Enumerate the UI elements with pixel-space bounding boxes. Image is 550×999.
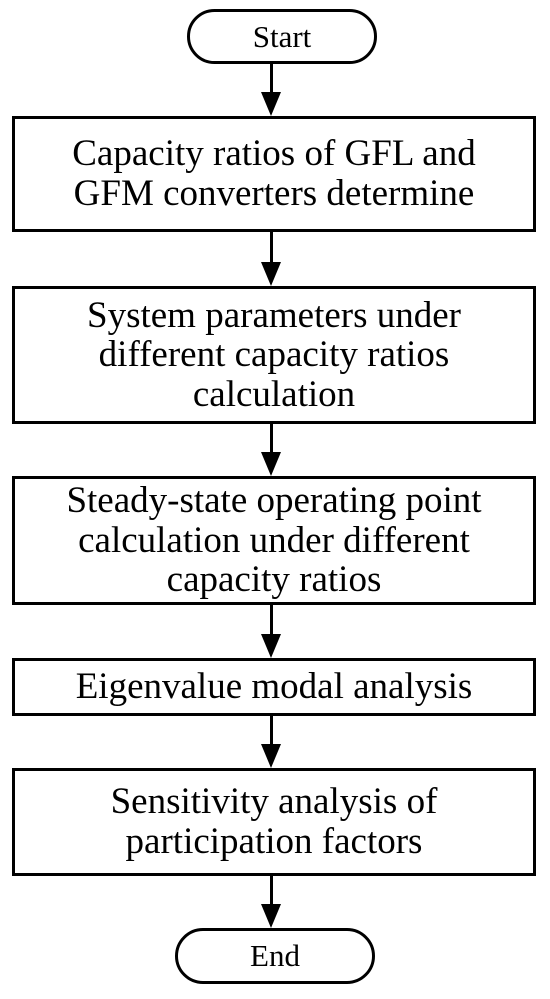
step-capacity-ratios: Capacity ratios of GFL and GFM converter… [12,116,536,232]
arrowhead-step-3-to-step-4 [261,634,281,658]
step-system-parameters: System parameters under different capaci… [12,286,536,424]
connector-start-to-step-1 [270,64,273,92]
step-eigenvalue-modal-analysis-label: Eigenvalue modal analysis [75,666,473,708]
step-sensitivity-analysis-label: Sensitivity analysis of participation fa… [110,781,438,862]
connector-step-1-to-step-2 [270,232,273,262]
step-eigenvalue-modal-analysis: Eigenvalue modal analysis [12,658,536,716]
connector-step-4-to-step-5 [270,716,273,744]
step-steady-state-operating-point-label: Steady-state operating point calculation… [66,480,482,601]
connector-step-3-to-step-4 [270,605,273,634]
connector-step-2-to-step-3 [270,424,273,452]
end-terminal: End [175,928,375,984]
arrowhead-step-1-to-step-2 [261,262,281,286]
arrowhead-step-5-to-end [261,904,281,928]
arrowhead-start-to-step-1 [261,92,281,116]
arrowhead-step-2-to-step-3 [261,452,281,476]
start-terminal: Start [187,9,377,64]
start-label: Start [252,18,312,54]
connector-step-5-to-end [270,876,273,904]
arrowhead-step-4-to-step-5 [261,744,281,768]
end-label: End [250,938,300,973]
step-capacity-ratios-label: Capacity ratios of GFL and GFM converter… [72,133,476,214]
step-sensitivity-analysis: Sensitivity analysis of participation fa… [12,768,536,876]
step-steady-state-operating-point: Steady-state operating point calculation… [12,476,536,605]
step-system-parameters-label: System parameters under different capaci… [87,294,461,415]
